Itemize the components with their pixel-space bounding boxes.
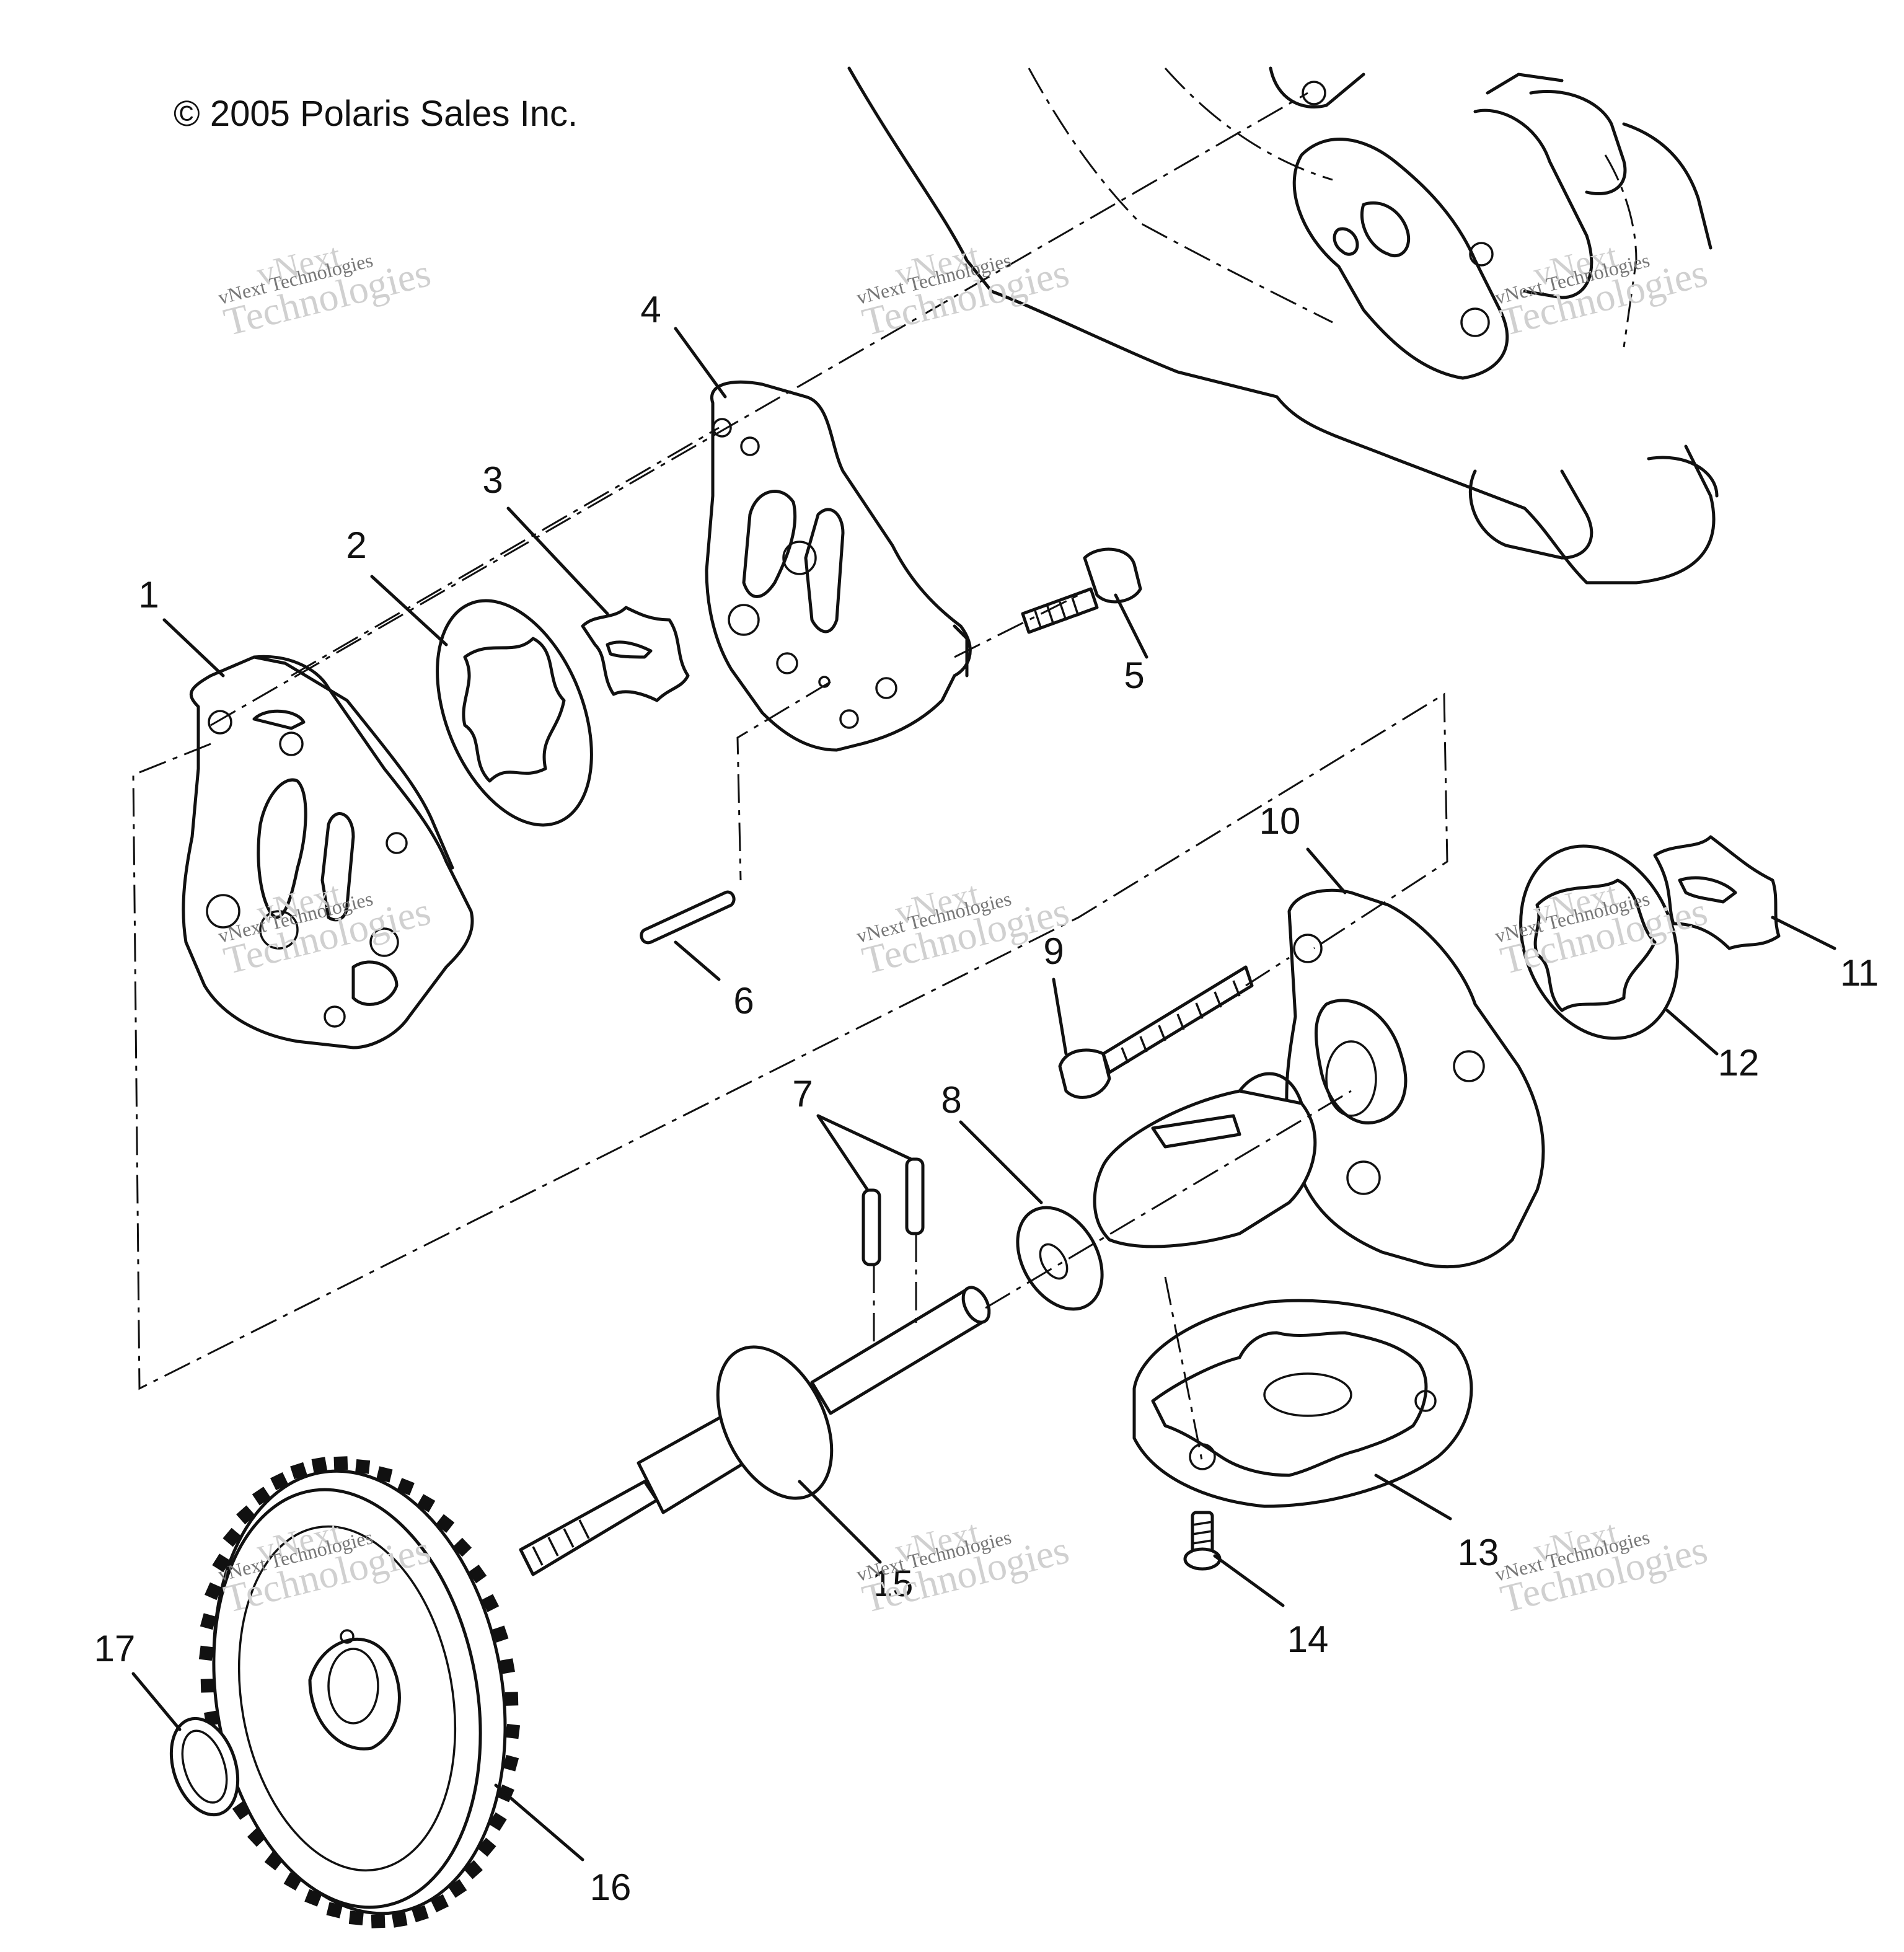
- gear-tooth: [412, 1905, 429, 1923]
- callout-7: 7: [792, 1073, 813, 1115]
- gear-tooth: [392, 1912, 408, 1928]
- callout-1: 1: [138, 574, 159, 616]
- part-3-inner-rotor: [581, 606, 690, 702]
- part-16-drive-gear: [198, 1456, 521, 1928]
- gear-tooth: [435, 1514, 455, 1533]
- gear-tooth: [505, 1692, 519, 1706]
- gear-tooth: [283, 1872, 302, 1891]
- gear-tooth: [198, 1645, 214, 1661]
- gear-tooth: [477, 1837, 496, 1857]
- callout-4: 4: [640, 289, 661, 330]
- gear-tooth: [468, 1565, 487, 1584]
- gear-tooth: [212, 1553, 231, 1573]
- gear-tooth: [464, 1860, 483, 1879]
- callout-11: 11: [1840, 952, 1879, 994]
- gear-tooth: [355, 1459, 371, 1474]
- gear-tooth: [481, 1594, 500, 1612]
- callout-15: 15: [871, 1563, 914, 1604]
- part-5-bolt: [1021, 547, 1142, 634]
- callout-3: 3: [482, 459, 503, 501]
- gear-tooth: [452, 1537, 472, 1557]
- leader-lines: [131, 327, 1836, 1861]
- callout-17: 17: [94, 1628, 136, 1669]
- gear-tooth: [505, 1723, 521, 1739]
- callout-6: 6: [733, 980, 754, 1022]
- assembly-centerlines: [132, 92, 1448, 1464]
- gear-tooth: [348, 1910, 364, 1926]
- callout-13: 13: [1457, 1532, 1499, 1573]
- gear-tooth: [376, 1466, 393, 1483]
- gear-tooth: [290, 1462, 307, 1480]
- gear-tooth: [232, 1801, 251, 1820]
- gear-tooth: [397, 1478, 415, 1496]
- part-13-cover-plate: [1132, 1299, 1473, 1508]
- part-7-pins: [862, 1157, 925, 1266]
- callout-2: 2: [346, 524, 367, 566]
- part-10-pump-housing: [1093, 888, 1545, 1269]
- part-17-ring: [169, 1716, 240, 1817]
- gear-tooth: [326, 1902, 343, 1919]
- callout-10: 10: [1259, 800, 1301, 842]
- part-14-screw: [1183, 1511, 1222, 1571]
- part-1-pump-body: [182, 655, 474, 1049]
- callout-9: 9: [1043, 930, 1064, 972]
- gear-tooth: [200, 1679, 214, 1693]
- gear-tooth: [304, 1889, 322, 1907]
- gear-tooth: [430, 1894, 449, 1912]
- callout-12: 12: [1717, 1042, 1760, 1084]
- crankcase-housing: [847, 66, 1719, 585]
- gear-tooth: [416, 1494, 436, 1513]
- gear-tooth: [223, 1527, 242, 1547]
- gear-tooth: [252, 1486, 271, 1506]
- gear-tooth: [204, 1710, 219, 1726]
- part-6-dowel-pin: [640, 890, 736, 945]
- gear-tooth: [205, 1582, 223, 1601]
- part-15-drive-shaft: [519, 1286, 991, 1576]
- gear-tooth: [503, 1754, 519, 1772]
- callout-5: 5: [1124, 655, 1145, 696]
- part-12-outer-rotor: [1519, 844, 1679, 1040]
- gear-tooth: [311, 1457, 327, 1473]
- part-11-inner-rotor: [1653, 835, 1781, 950]
- gear-tooth: [270, 1472, 289, 1491]
- gear-tooth: [200, 1613, 216, 1630]
- part-4-pump-plate: [705, 380, 972, 752]
- gear-tooth: [371, 1914, 386, 1928]
- part-8-washer: [1016, 1206, 1104, 1311]
- part-9-long-bolt: [1058, 965, 1254, 1099]
- callout-14: 14: [1287, 1619, 1329, 1660]
- gear-tooth: [333, 1456, 348, 1470]
- gear-tooth: [500, 1658, 515, 1674]
- part-2-outer-rotor: [436, 599, 593, 827]
- gear-tooth: [447, 1879, 467, 1898]
- gear-tooth: [491, 1625, 509, 1643]
- callout-8: 8: [941, 1079, 962, 1121]
- gear-tooth: [247, 1827, 267, 1847]
- callout-16: 16: [589, 1866, 632, 1908]
- gear-tooth: [488, 1812, 507, 1831]
- gear-tooth: [236, 1505, 255, 1525]
- copyright-notice: © 2005 Polaris Sales Inc.: [174, 94, 578, 134]
- gear-tooth: [264, 1852, 284, 1871]
